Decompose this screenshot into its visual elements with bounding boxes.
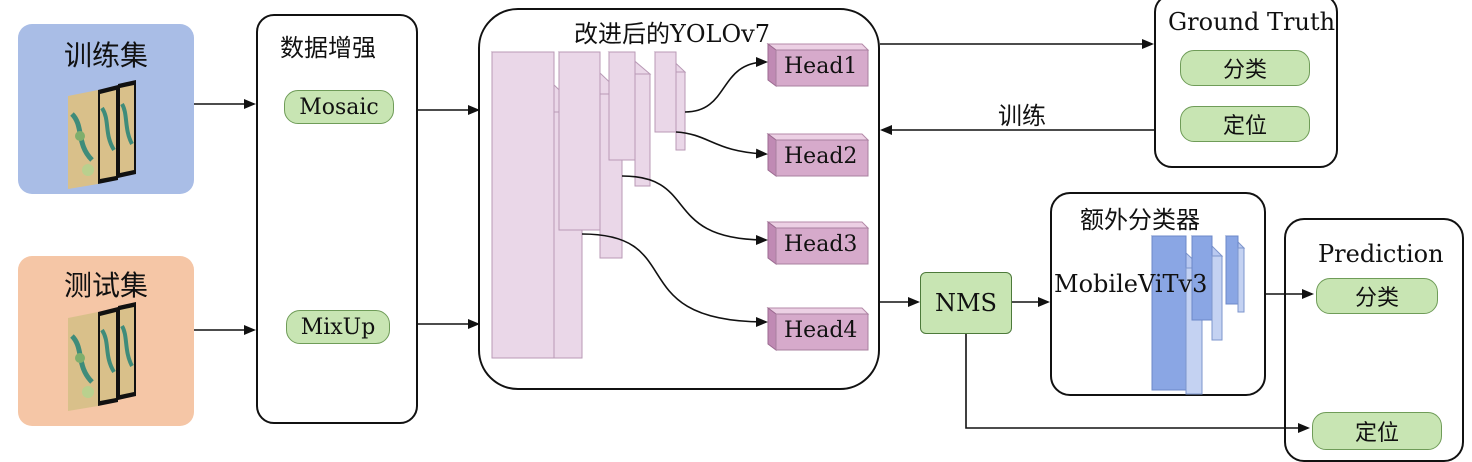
gt-classification-pill: 分类	[1180, 50, 1310, 86]
mosaic-pill: Mosaic	[284, 90, 394, 124]
image-frame-back	[118, 302, 136, 400]
mixup-pill: MixUp	[286, 310, 390, 344]
image-frame-back	[118, 80, 136, 178]
test-dataset-label: 测试集	[64, 269, 149, 302]
training-label: 训练	[998, 102, 1046, 130]
image-frame-middle	[98, 307, 118, 406]
head-1-label: Head1	[784, 54, 858, 79]
train-image-stack-icon	[68, 80, 136, 189]
yolo-layer-4	[653, 51, 687, 151]
vit-layer-3	[1224, 235, 1246, 313]
head-4-label: Head4	[784, 318, 858, 343]
test-dataset-tile: 测试集	[18, 256, 194, 426]
curve-to-head1	[684, 57, 768, 113]
curve-to-head2	[675, 131, 768, 159]
gt-localization-pill: 定位	[1180, 106, 1310, 142]
augmentation-box: 数据增强 Mosaic MixUp	[256, 14, 418, 424]
head-2-label: Head2	[784, 144, 858, 169]
curve-to-head3	[621, 175, 768, 245]
head-3-block	[766, 221, 870, 265]
vit-layer-2	[1190, 235, 1224, 341]
train-dataset-tile: 训练集	[18, 24, 194, 194]
arrow-nms-to-localization	[965, 334, 1310, 433]
head-1-block	[766, 43, 870, 87]
yolo-layer-3	[607, 51, 652, 187]
pred-classification-pill: 分类	[1316, 278, 1438, 314]
head-3-label: Head3	[784, 232, 858, 257]
yolo-title: 改进后的YOLOv7	[574, 20, 770, 48]
train-dataset-label: 训练集	[64, 39, 149, 72]
nms-block: NMS	[920, 272, 1012, 334]
prediction-title: Prediction	[1318, 240, 1444, 268]
image-frame-front	[68, 90, 98, 189]
mobilevit-label: MobileViTv3	[1054, 270, 1208, 298]
pred-localization-pill: 定位	[1312, 412, 1442, 450]
head-4-block	[766, 307, 870, 351]
ground-truth-box: Ground Truth 分类 定位	[1154, 0, 1338, 168]
augmentation-title: 数据增强	[280, 34, 376, 62]
extra-classifier-title: 额外分类器	[1080, 206, 1200, 234]
prediction-box: Prediction 分类 定位	[1284, 218, 1464, 462]
curve-to-head4	[581, 233, 768, 327]
test-image-stack-icon	[68, 302, 136, 411]
head-2-block	[766, 133, 870, 177]
ground-truth-title: Ground Truth	[1168, 8, 1336, 36]
image-frame-middle	[98, 85, 118, 184]
image-frame-front	[68, 312, 98, 411]
